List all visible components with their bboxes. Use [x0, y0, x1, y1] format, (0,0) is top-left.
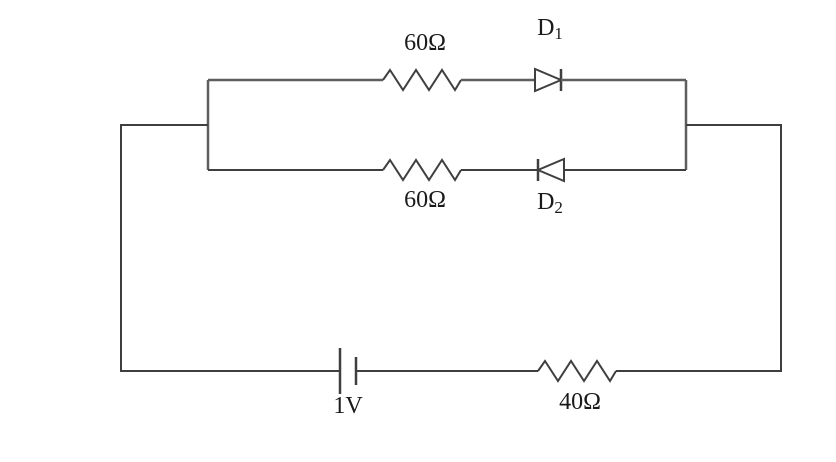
- label-subscript: 1: [554, 24, 563, 43]
- resistor-60-top: [382, 68, 462, 92]
- wire-outer-left: [120, 124, 340, 372]
- label-text: 60Ω: [404, 187, 446, 213]
- wire-outer-right: [616, 124, 782, 372]
- label-text: 60Ω: [404, 30, 446, 56]
- label-diode-d2: D2: [528, 189, 572, 217]
- label-resistor-60-top: 60Ω: [385, 31, 465, 55]
- resistor-60-middle: [382, 158, 462, 182]
- label-text: D: [537, 15, 555, 41]
- label-resistor-40: 40Ω: [540, 390, 620, 414]
- resistor-40: [537, 359, 617, 383]
- label-battery-1v: 1V: [318, 394, 378, 418]
- label-resistor-60-middle: 60Ω: [385, 188, 465, 212]
- label-text: 1V: [333, 393, 363, 419]
- diode-d2-triangle: [535, 157, 565, 183]
- diode-d1-triangle: [534, 67, 564, 93]
- label-text: D: [537, 189, 555, 215]
- label-text: 40Ω: [559, 389, 601, 415]
- label-diode-d1: D1: [528, 15, 572, 43]
- label-subscript: 2: [554, 198, 563, 217]
